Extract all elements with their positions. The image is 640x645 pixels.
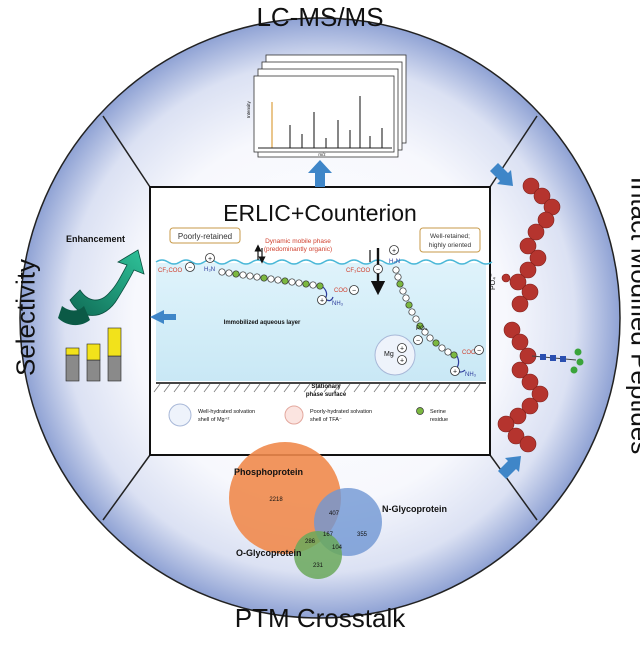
label-selectivity: Selectivity (11, 248, 42, 388)
coo-label-right: COO (462, 350, 476, 356)
mg-solvation-shell (375, 335, 415, 375)
aqueous-region (156, 263, 486, 381)
legend-serine-dot (417, 408, 424, 415)
svg-text:+: + (392, 248, 396, 255)
svg-text:−: − (376, 267, 380, 274)
center-title: ERLIC+Counterion (223, 200, 417, 226)
nh3-label-right: NH₃ (465, 372, 477, 378)
well-retained-sublabel: highly oriented (429, 242, 472, 249)
venn-set-phospho: Phosphoprotein (234, 467, 303, 477)
stationary-sublabel: phase surface (306, 392, 347, 398)
poorly-retained-label: Poorly-retained (178, 232, 232, 241)
center-panel: ERLIC+Counterion Poorly-retained Dynamic… (150, 187, 492, 455)
venn-count-o-only: 231 (313, 563, 324, 569)
coo-label-left: COO (334, 288, 348, 294)
label-lc-ms: LC-MS/MS (0, 2, 640, 33)
cf3coo-label-right: CF₃COO (346, 268, 370, 274)
svg-text:−: − (352, 288, 356, 295)
nh3-label-left: NH₃ (332, 301, 344, 307)
legend-tfa-shell (285, 406, 303, 424)
label-intact-modified-peptides: Intact Modified Peptides (625, 126, 640, 506)
svg-text:+: + (453, 369, 457, 376)
label-ptm-crosstalk: PTM Crosstalk (0, 603, 640, 634)
venn-count-n-o: 104 (332, 545, 343, 551)
svg-text:+: + (208, 256, 212, 263)
venn-count-phospho-only: 2218 (269, 497, 283, 503)
mg-label: Mg (384, 351, 394, 358)
h3n-label-left: H₃N (204, 267, 215, 273)
legend-mg-shell (169, 404, 191, 426)
legend-item-2-sub: shell of TFA⁻ (310, 417, 342, 423)
svg-text:+: + (320, 298, 324, 305)
po4-label-right: PO₄⁻ (490, 273, 497, 290)
aqueous-layer-label: Immobilized aqueous layer (224, 320, 301, 326)
legend-item-3: Serine (430, 409, 446, 415)
spectrum-xlabel: m/z (318, 152, 326, 157)
venn-count-phospho-n: 407 (329, 511, 340, 517)
venn-set-o-glyco: O-Glycoprotein (236, 548, 302, 558)
legend-item-1: Well-hydrated solvation (198, 409, 255, 415)
venn-count-n-only: 355 (357, 532, 368, 538)
mobile-phase-sublabel: (predominantly organic) (264, 246, 332, 253)
legend-item-2: Poorly-hydrated solvation (310, 409, 372, 415)
h3n-label-right: H₃N (389, 259, 400, 265)
svg-text:+: + (400, 358, 404, 365)
svg-text:+: + (400, 346, 404, 353)
po4-label-center: PO₄ (416, 326, 428, 332)
venn-count-all: 167 (323, 532, 334, 538)
well-retained-label: Well-retained; (430, 233, 470, 240)
spectrum-ylabel: Intensity (246, 100, 251, 118)
cf3coo-label-left: CF₃COO (158, 268, 182, 274)
mass-spectrum-stack: Intensity m/z (246, 55, 406, 157)
stationary-label: Stationary (311, 384, 341, 390)
legend-item-1-sub: shell of Mg⁺² (198, 416, 229, 423)
mobile-phase-label: Dynamic mobile phase (265, 238, 331, 245)
phospho-dot (502, 274, 510, 282)
svg-text:−: − (416, 338, 420, 345)
svg-text:−: − (188, 265, 192, 272)
enhancement-label: Enhancement (66, 234, 125, 244)
venn-count-phospho-o: 286 (305, 539, 316, 545)
svg-text:−: − (477, 348, 481, 355)
venn-set-n-glyco: N-Glycoprotein (382, 504, 447, 514)
legend-item-3-sub: residue (430, 417, 448, 423)
